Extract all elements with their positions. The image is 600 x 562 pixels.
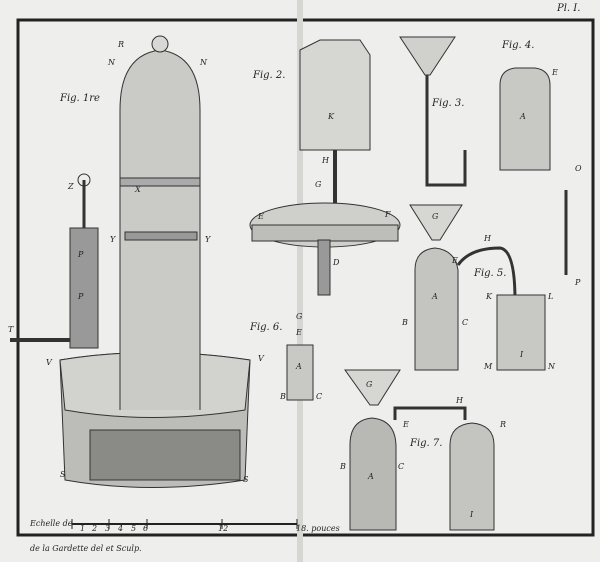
letter: O <box>575 164 582 173</box>
letter: M <box>484 362 493 371</box>
letter: V <box>258 354 264 363</box>
fig2-frame-and-plate <box>249 39 401 296</box>
fig7-label: Fig. 7. <box>410 438 443 449</box>
fig7-two-flasks <box>344 369 495 531</box>
fig2-label: Fig. 2. <box>253 70 286 81</box>
letter: P <box>575 278 581 287</box>
letter: E <box>552 68 558 77</box>
letter: I <box>520 350 524 359</box>
scale-tick: 6 <box>143 524 149 533</box>
letter: E <box>258 212 264 221</box>
letter: P <box>78 250 84 259</box>
letter: K <box>486 292 492 301</box>
letter: Z <box>68 182 74 191</box>
letter: G <box>315 180 322 189</box>
fig6-label: Fig. 6. <box>250 322 283 333</box>
letter: A <box>432 292 438 301</box>
letter: B <box>402 318 408 327</box>
fig4-bottle <box>499 67 551 171</box>
letter: G <box>366 380 373 389</box>
letter: S <box>60 470 66 479</box>
fig1-bell-jar-apparatus <box>10 35 251 488</box>
letter: H <box>484 234 491 243</box>
fig5-flask-and-jar <box>409 204 546 371</box>
letter: A <box>520 112 526 121</box>
letter: N <box>108 58 115 67</box>
letter: G <box>296 312 303 321</box>
letter: R <box>500 420 507 429</box>
letter: N <box>548 362 555 371</box>
scale-tick: 4 <box>118 524 124 533</box>
letter: T <box>8 325 14 334</box>
letter: I <box>470 510 474 519</box>
letter: D <box>333 258 340 267</box>
plate-number: Pl. I. <box>557 3 581 14</box>
fig5-label: Fig. 5. <box>474 268 507 279</box>
plate-border <box>16 18 595 537</box>
letter: B <box>280 392 286 401</box>
letter: E <box>452 256 458 265</box>
scale-tick: 3 <box>105 524 111 533</box>
letter: H <box>456 396 463 405</box>
fig3-funnel <box>399 36 467 187</box>
scale-tick: 1 <box>80 524 86 533</box>
engraver-credit: de la Gardette del et Sculp. <box>30 544 142 553</box>
scale-end-label: 18. pouces <box>296 524 340 533</box>
fig1-label: Fig. 1re <box>60 93 100 104</box>
fig3-label: Fig. 3. <box>432 98 465 109</box>
letter: L <box>548 292 554 301</box>
fig6-vial <box>286 344 314 401</box>
letter: P <box>78 292 84 301</box>
letter: C <box>398 462 405 471</box>
letter: C <box>462 318 469 327</box>
letter: N <box>200 58 207 67</box>
letter: B <box>340 462 346 471</box>
letter: H <box>322 156 329 165</box>
letter: A <box>296 362 302 371</box>
letter: X <box>135 185 141 194</box>
letter: Y <box>205 235 211 244</box>
letter: R <box>118 40 125 49</box>
scale-tick: 2 <box>92 524 98 533</box>
letter: A <box>368 472 374 481</box>
scale-tick: 5 <box>131 524 137 533</box>
letter: Y <box>110 235 116 244</box>
letter: S <box>243 475 249 484</box>
letter: K <box>328 112 334 121</box>
letter: C <box>316 392 323 401</box>
scale-bar <box>71 519 298 529</box>
letter: E <box>403 420 409 429</box>
scale-label: Echelle de <box>30 519 73 528</box>
fig4-label: Fig. 4. <box>502 40 535 51</box>
letter: E <box>296 328 302 337</box>
letter: V <box>46 358 52 367</box>
scale-tick: 12 <box>218 524 229 533</box>
letter: G <box>432 212 439 221</box>
letter: F <box>385 210 391 219</box>
